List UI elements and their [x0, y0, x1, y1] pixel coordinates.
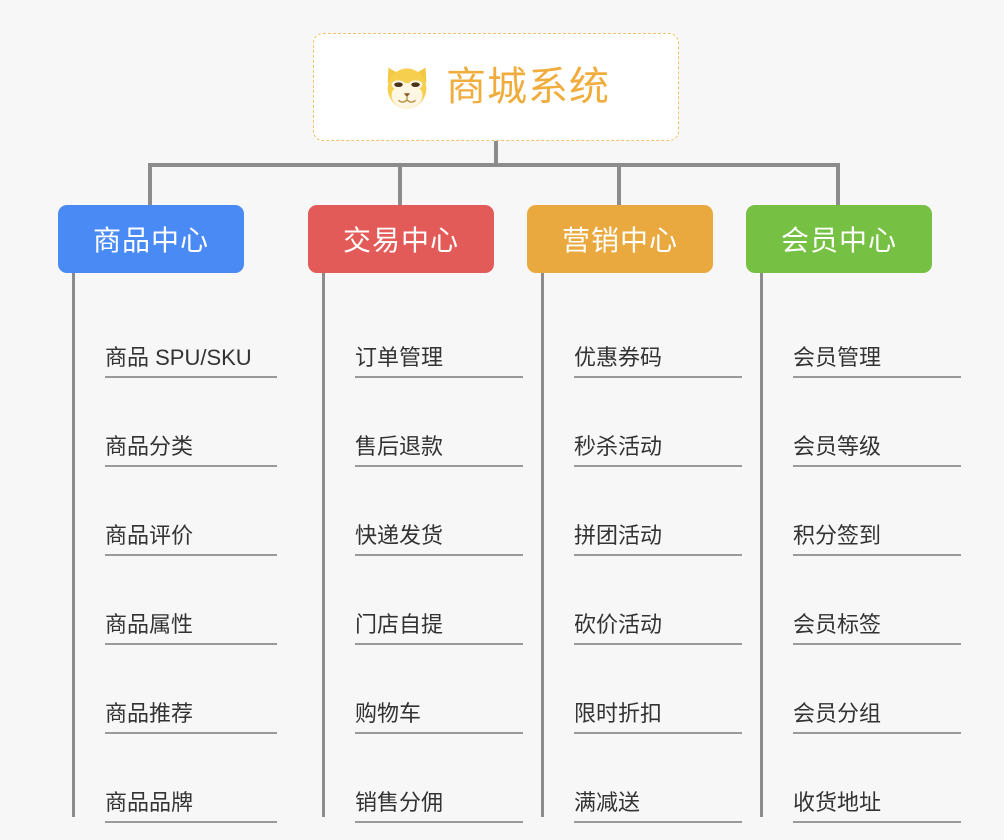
leaf-item[interactable]: 商品评价: [72, 467, 277, 556]
leaf-label: 购物车: [355, 701, 523, 734]
category-box-1[interactable]: 商品中心: [58, 205, 244, 273]
category-box-2[interactable]: 交易中心: [308, 205, 494, 273]
branch-drop-connector: [836, 163, 840, 205]
leaf-item[interactable]: 商品推荐: [72, 645, 277, 734]
leaf-item[interactable]: 砍价活动: [541, 556, 742, 645]
leaf-item[interactable]: 销售分佣: [322, 734, 523, 823]
leaf-label: 商品品牌: [105, 790, 277, 823]
leaf-label: 积分签到: [793, 523, 961, 556]
leaf-label: 会员分组: [793, 701, 961, 734]
leaf-item[interactable]: 会员管理: [760, 289, 961, 378]
branch-column-4: 会员中心会员管理会员等级积分签到会员标签会员分组收货地址: [746, 205, 961, 823]
leaf-item[interactable]: 快递发货: [322, 467, 523, 556]
leaf-label: 商品属性: [105, 612, 277, 645]
leaf-item[interactable]: 满减送: [541, 734, 742, 823]
leaf-group-3: 优惠券码秒杀活动拼团活动砍价活动限时折扣满减送: [541, 273, 742, 823]
shiba-dog-face-icon: [387, 67, 427, 110]
leaf-label: 快递发货: [355, 523, 523, 556]
leaf-item[interactable]: 收货地址: [760, 734, 961, 823]
leaf-group-4: 会员管理会员等级积分签到会员标签会员分组收货地址: [760, 273, 961, 823]
trunk-vertical-connector: [494, 141, 498, 167]
leaf-item[interactable]: 售后退款: [322, 378, 523, 467]
leaf-item[interactable]: 商品品牌: [72, 734, 277, 823]
leaf-label: 秒杀活动: [574, 434, 742, 467]
branch-column-1: 商品中心商品 SPU/SKU 商品分类商品评价商品属性商品推荐商品品牌: [58, 205, 277, 823]
leaf-group-1: 商品 SPU/SKU 商品分类商品评价商品属性商品推荐商品品牌: [72, 273, 277, 823]
branch-drop-connector: [148, 163, 152, 205]
branch-drop-connector: [617, 163, 621, 205]
leaf-label: 订单管理: [355, 345, 523, 378]
leaf-group-2: 订单管理售后退款快递发货门店自提购物车销售分佣: [322, 273, 523, 823]
root-title: 商城系统: [446, 65, 610, 109]
leaf-label: 会员管理: [793, 345, 961, 378]
leaf-label: 满减送: [574, 790, 742, 823]
leaf-label: 优惠券码: [574, 345, 742, 378]
leaf-label: 售后退款: [355, 434, 523, 467]
leaf-spine: [541, 273, 544, 817]
leaf-spine: [72, 273, 75, 817]
branch-column-3: 营销中心优惠券码秒杀活动拼团活动砍价活动限时折扣满减送: [527, 205, 742, 823]
leaf-label: 商品推荐: [105, 701, 277, 734]
category-box-4[interactable]: 会员中心: [746, 205, 932, 273]
leaf-label: 门店自提: [355, 612, 523, 645]
leaf-label: 商品 SPU/SKU: [105, 345, 277, 378]
leaf-item[interactable]: 购物车: [322, 645, 523, 734]
leaf-label: 会员等级: [793, 434, 961, 467]
leaf-label: 会员标签: [793, 612, 961, 645]
branch-column-2: 交易中心订单管理售后退款快递发货门店自提购物车销售分佣: [308, 205, 523, 823]
category-label: 营销中心: [561, 225, 678, 256]
leaf-label: 销售分佣: [355, 790, 523, 823]
leaf-label: 砍价活动: [574, 612, 742, 645]
leaf-item[interactable]: 积分签到: [760, 467, 961, 556]
leaf-spine: [760, 273, 763, 817]
leaf-label: 商品分类: [105, 434, 277, 467]
leaf-item[interactable]: 会员分组: [760, 645, 961, 734]
leaf-item[interactable]: 商品属性: [72, 556, 277, 645]
category-label: 会员中心: [780, 225, 897, 256]
leaf-item[interactable]: 订单管理: [322, 289, 523, 378]
category-box-3[interactable]: 营销中心: [527, 205, 713, 273]
leaf-item[interactable]: 会员标签: [760, 556, 961, 645]
leaf-label: 商品评价: [105, 523, 277, 556]
trunk-horizontal-connector: [148, 163, 840, 167]
leaf-label: 拼团活动: [574, 523, 742, 556]
category-label: 商品中心: [92, 225, 209, 256]
leaf-item[interactable]: 秒杀活动: [541, 378, 742, 467]
leaf-item[interactable]: 商品分类: [72, 378, 277, 467]
leaf-spine: [322, 273, 325, 817]
leaf-label: 收货地址: [793, 790, 961, 823]
leaf-item[interactable]: 拼团活动: [541, 467, 742, 556]
leaf-item[interactable]: 限时折扣: [541, 645, 742, 734]
root-node[interactable]: 商城系统: [313, 33, 679, 141]
leaf-label: 限时折扣: [574, 701, 742, 734]
leaf-item[interactable]: 会员等级: [760, 378, 961, 467]
leaf-item[interactable]: 优惠券码: [541, 289, 742, 378]
category-label: 交易中心: [342, 225, 459, 256]
leaf-item[interactable]: 商品 SPU/SKU: [72, 289, 277, 378]
leaf-item[interactable]: 门店自提: [322, 556, 523, 645]
branch-drop-connector: [398, 163, 402, 205]
